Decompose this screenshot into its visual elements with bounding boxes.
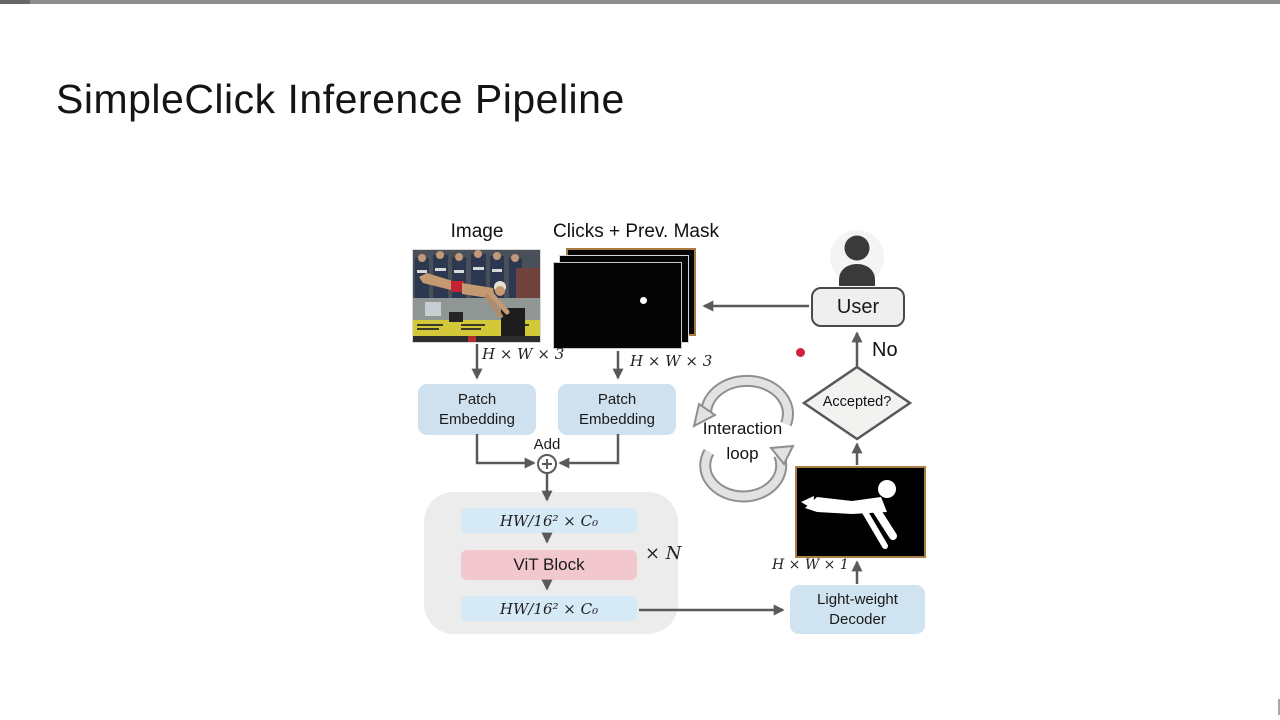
repeat-n-label: × N bbox=[645, 543, 682, 564]
diver-figure bbox=[419, 273, 510, 318]
no-branch-label: No bbox=[872, 339, 898, 361]
patch-embedding-right-block: Patch Embedding bbox=[558, 384, 676, 435]
mask-silhouette bbox=[801, 480, 897, 549]
image-dims-label: H × W × 3 bbox=[482, 345, 565, 363]
plus-circle-icon bbox=[537, 454, 557, 474]
patch-embedding-left-block: Patch Embedding bbox=[418, 384, 536, 435]
tokens-in-bar: HW/16² × C₀ bbox=[461, 508, 637, 533]
image-column-label: Image bbox=[450, 221, 504, 242]
input-image-thumbnail bbox=[412, 249, 541, 343]
decision-question: Accepted? bbox=[822, 394, 892, 410]
progress-played-segment bbox=[0, 0, 30, 4]
diver-photo-illustration bbox=[413, 250, 540, 342]
right-edge-mark bbox=[1278, 699, 1280, 715]
video-progress-bar[interactable] bbox=[0, 0, 1280, 4]
slide-title: SimpleClick Inference Pipeline bbox=[56, 76, 625, 122]
clicks-dims-label: H × W × 3 bbox=[630, 352, 713, 370]
red-click-dot bbox=[796, 348, 805, 357]
vit-block-bar: ViT Block bbox=[461, 550, 637, 580]
interaction-loop-label: Interaction loop bbox=[702, 419, 783, 463]
user-icon bbox=[830, 230, 884, 286]
lightweight-decoder-block: Light-weight Decoder bbox=[790, 585, 925, 634]
clicks-column-label: Clicks + Prev. Mask bbox=[553, 221, 719, 242]
mask-dims-label: H × W × 1 bbox=[772, 557, 849, 573]
user-node: User bbox=[811, 287, 905, 327]
add-label: Add bbox=[533, 436, 561, 453]
tokens-out-bar: HW/16² × C₀ bbox=[461, 596, 637, 621]
stack-frame-front bbox=[553, 262, 682, 349]
click-dot bbox=[640, 297, 647, 304]
output-mask-thumbnail bbox=[795, 466, 926, 558]
